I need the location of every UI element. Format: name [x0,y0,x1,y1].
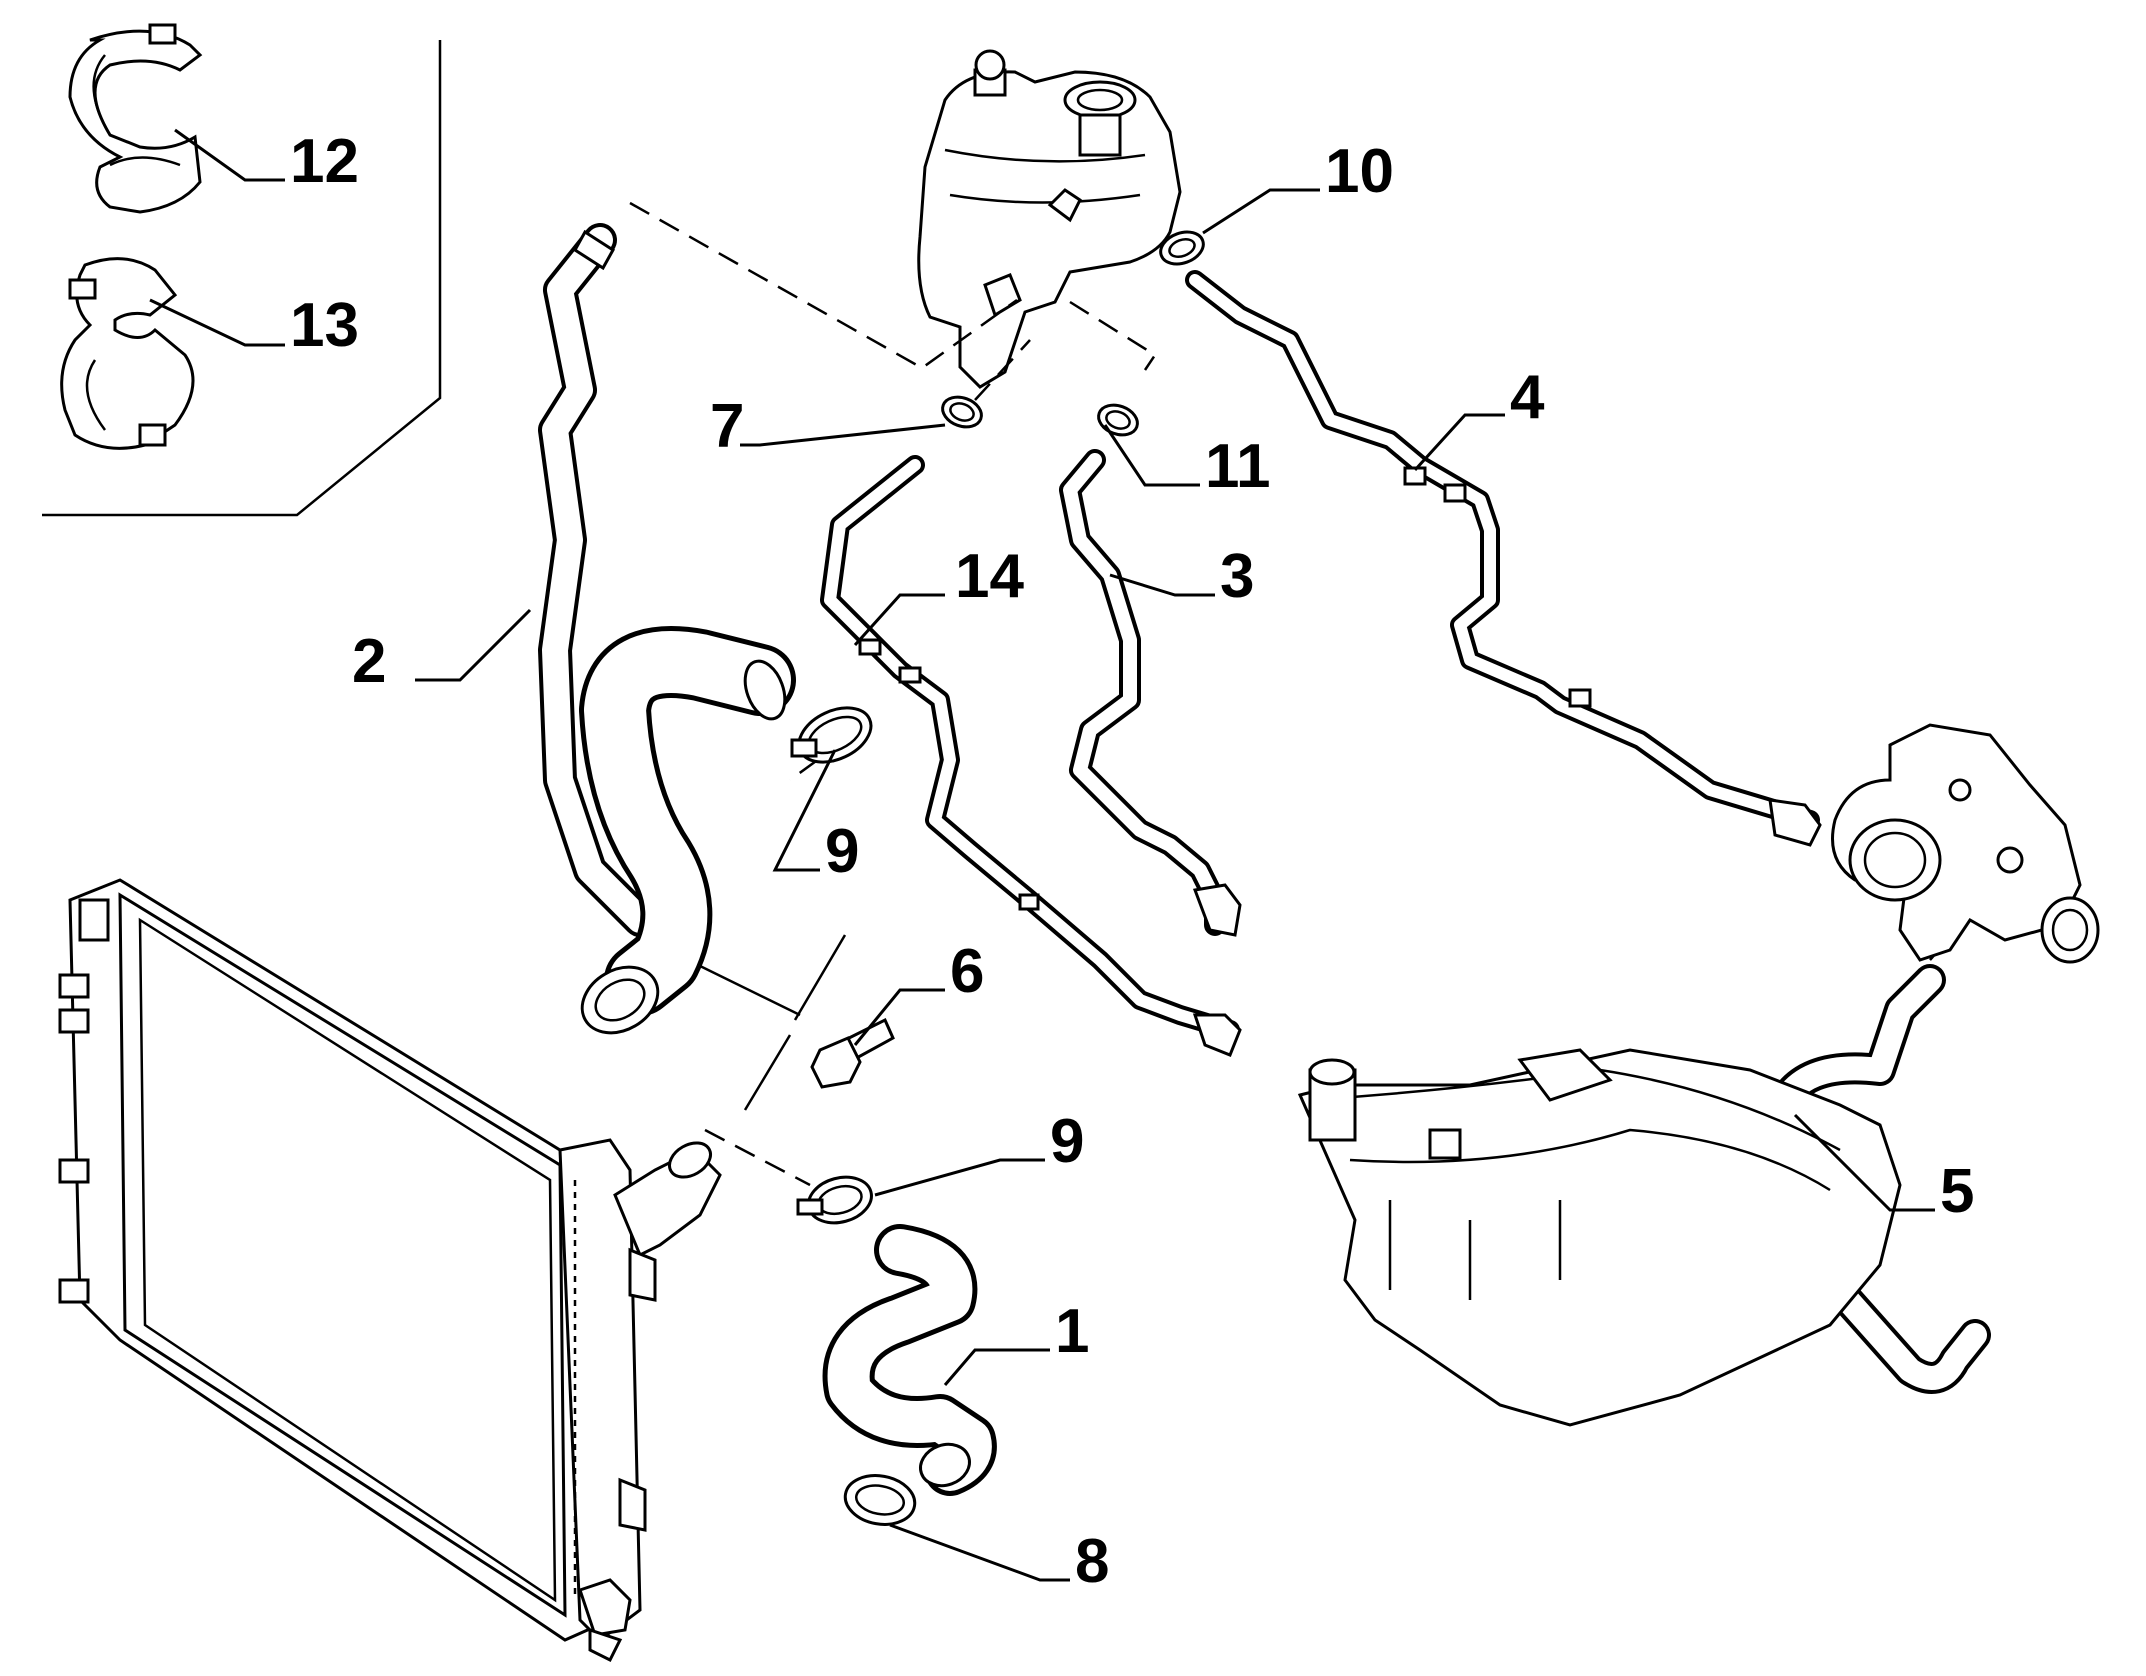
callout-8: 8 [1075,1527,1109,1596]
guide-line-7 [974,339,1031,401]
inset-frame [42,40,442,517]
callout-11: 11 [1205,432,1271,501]
guide-line-11 [1069,300,1157,371]
hose-3 [1059,449,1242,937]
callout-9-upper: 9 [825,817,859,886]
clamp-11 [1097,403,1139,437]
callout-1: 1 [1055,1297,1089,1366]
clamp-9-lower [796,1175,873,1225]
callout-14: 14 [955,542,1024,611]
guide-line-1 [704,1128,811,1187]
upper-radiator-hose [579,626,796,1035]
hose-14 [820,455,1242,1057]
callout-12: 12 [290,127,359,196]
callout-5: 5 [1940,1157,1974,1226]
clamp-8 [843,1474,917,1526]
connection-mark [697,934,847,1111]
expansion-tank [917,49,1182,389]
hose-1 [822,1224,997,1496]
radiator [58,878,722,1663]
hose-4 [1185,270,1822,847]
cylinder-head-cover [1297,1048,1902,1427]
callout-4: 4 [1510,363,1545,432]
thermostat-housing [1831,723,2100,964]
callout-7: 7 [710,392,744,461]
callout-9-lower: 9 [1050,1107,1084,1176]
leader-lines [149,128,1935,1582]
clip-12 [68,23,203,214]
callout-13: 13 [290,291,359,360]
callout-10: 10 [1325,137,1394,206]
hose-2 [538,223,657,937]
clamp-10 [1159,230,1205,266]
clamp-9-upper [790,706,873,764]
callout-6: 6 [950,937,984,1006]
clamp-7 [941,395,983,429]
callout-2: 2 [352,627,386,696]
bolt-6 [810,1017,895,1089]
callout-3: 3 [1220,542,1254,611]
guide-line-2 [629,201,1018,370]
clip-13 [60,257,195,450]
